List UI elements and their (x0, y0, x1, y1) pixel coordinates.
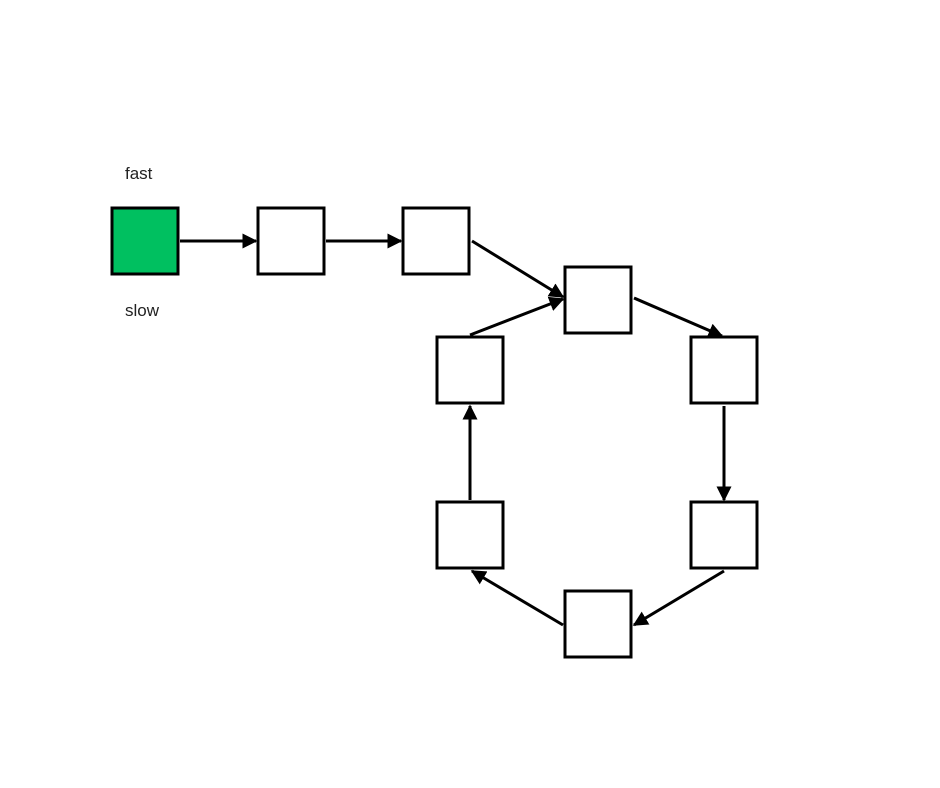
list-node-n0-current (110, 206, 180, 276)
list-node-n8 (435, 335, 505, 405)
list-node-n6 (563, 589, 633, 659)
list-node-n4 (689, 335, 759, 405)
arrow-n2-to-n3 (471, 239, 565, 299)
slow-pointer-label: slow (125, 301, 160, 320)
fast-pointer-label: fast (125, 164, 153, 183)
list-node-n1 (256, 206, 326, 276)
arrow-n3-to-n4 (633, 296, 724, 338)
edges (180, 233, 732, 627)
arrow-n6-to-n7 (470, 569, 564, 627)
list-node-n3 (563, 265, 633, 335)
list-node-n2 (401, 206, 471, 276)
list-node-n7 (435, 500, 505, 570)
list-node-n5 (689, 500, 759, 570)
nodes (110, 206, 759, 659)
arrow-n5-to-n6 (632, 569, 725, 627)
arrow-n8-to-n3 (469, 296, 565, 337)
